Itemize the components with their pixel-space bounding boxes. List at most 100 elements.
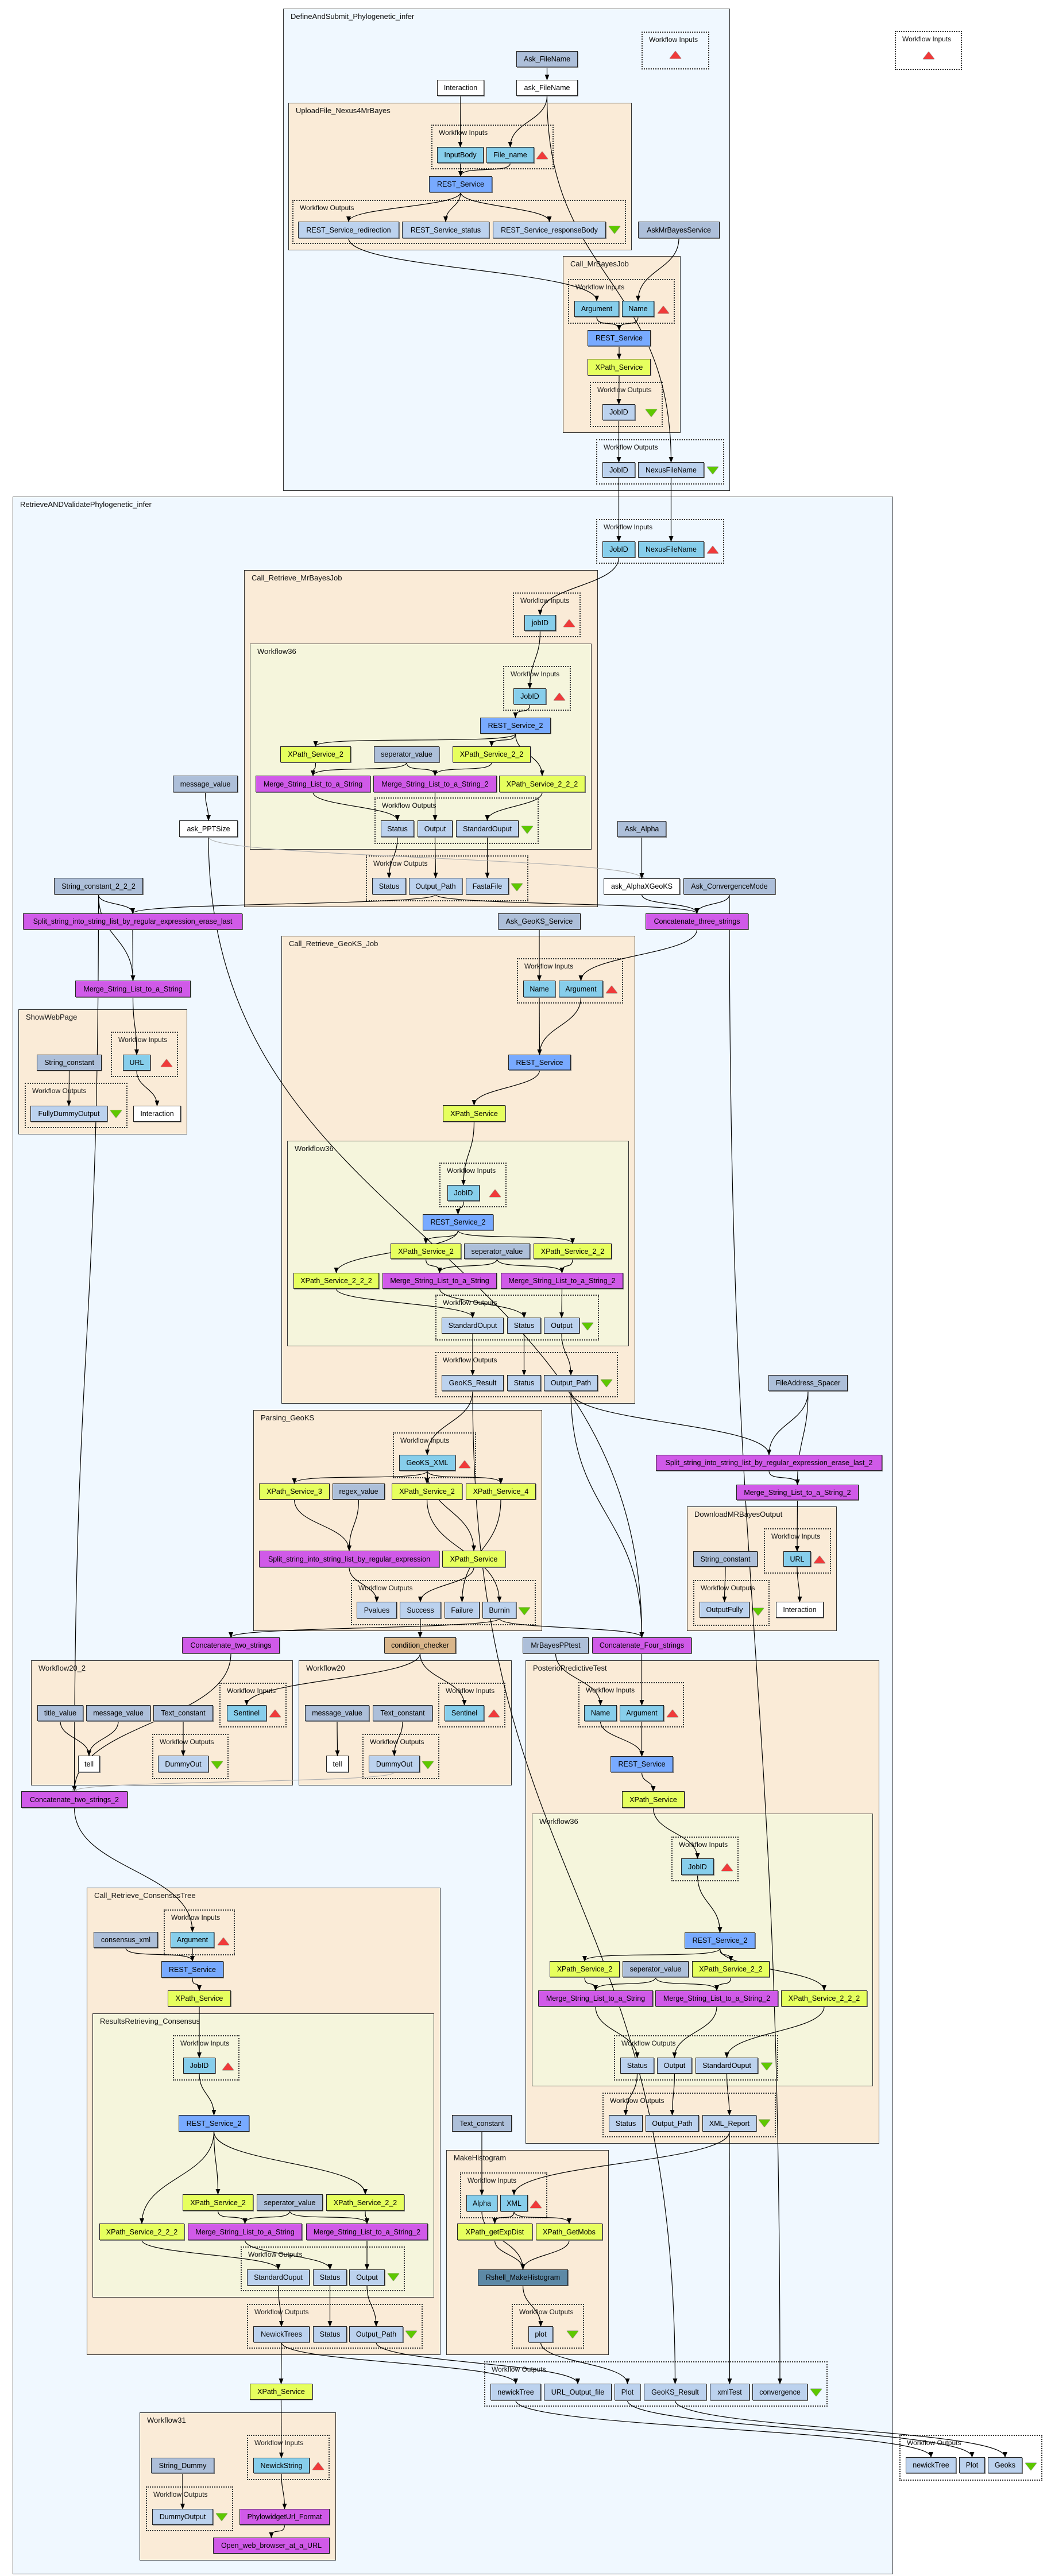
xmltest-node[interactable]: xmlTest — [710, 2384, 749, 2400]
text-constant-node[interactable]: Text_constant — [452, 2115, 512, 2132]
status-node[interactable]: Status — [381, 820, 414, 837]
fileaddress-spacer-node[interactable]: FileAddress_Spacer — [768, 1375, 848, 1391]
merge-string-list-to-a-string-2-node[interactable]: Merge_String_List_to_a_String_2 — [501, 1273, 623, 1289]
title-value-node[interactable]: title_value — [37, 1705, 83, 1721]
output-path-node[interactable]: Output_Path — [409, 878, 462, 894]
split-string-into-string-list-by-regular-expression-node[interactable]: Split_string_into_string_list_by_regular… — [259, 1551, 439, 1567]
jobid-node[interactable]: JobID — [602, 404, 635, 420]
string-constant-node[interactable]: String_constant — [37, 1055, 102, 1071]
text-constant-node[interactable]: Text_constant — [153, 1705, 213, 1721]
status-node[interactable]: Status — [313, 2269, 347, 2286]
tell-node[interactable]: tell — [326, 1756, 349, 1772]
xpath-service-node[interactable]: XPath_Service — [622, 1791, 685, 1808]
merge-string-list-to-a-string-node[interactable]: Merge_String_List_to_a_String — [75, 981, 191, 997]
dummyout-node[interactable]: DummyOut — [369, 1756, 420, 1772]
name-node[interactable]: Name — [523, 981, 555, 997]
condition-checker-node[interactable]: condition_checker — [384, 1637, 456, 1653]
status-node[interactable]: Status — [507, 1318, 541, 1334]
xml-report-node[interactable]: XML_Report — [702, 2115, 756, 2132]
xpath-service-node[interactable]: XPath_Service — [168, 1990, 231, 2006]
string-constant-2-2-2-node[interactable]: String_constant_2_2_2 — [54, 878, 143, 894]
interaction-node[interactable]: Interaction — [437, 80, 484, 96]
ask-filename-node[interactable]: Ask_FileName — [516, 51, 578, 67]
argument-node[interactable]: Argument — [171, 1932, 214, 1948]
ask-pptsize-node[interactable]: ask_PPTSize — [179, 820, 238, 837]
mrbayespptest-node[interactable]: MrBayesPPtest — [523, 1637, 589, 1653]
merge-string-list-to-a-string-node[interactable]: Merge_String_List_to_a_String — [538, 1990, 653, 2006]
rest-service-redirection-node[interactable]: REST_Service_redirection — [298, 222, 399, 238]
concatenate-two-strings-2-node[interactable]: Concatenate_two_strings_2 — [21, 1791, 127, 1808]
merge-string-list-to-a-string-2-node[interactable]: Merge_String_List_to_a_String_2 — [736, 1485, 859, 1500]
xpath-service-2-2-2-node[interactable]: XPath_Service_2_2_2 — [781, 1990, 867, 2006]
rest-service-node[interactable]: REST_Service — [610, 1756, 673, 1772]
split-string-into-string-list-by-regular-expression-erase-last-node[interactable]: Split_string_into_string_list_by_regular… — [23, 913, 242, 929]
merge-string-list-to-a-string-2-node[interactable]: Merge_String_List_to_a_String_2 — [373, 776, 497, 792]
newicktrees-node[interactable]: NewickTrees — [253, 2326, 310, 2342]
regex-value-node[interactable]: regex_value — [333, 1483, 385, 1500]
plot-node[interactable]: Plot — [959, 2457, 985, 2473]
sentinel-node[interactable]: Sentinel — [227, 1705, 266, 1721]
geoks-xml-node[interactable]: GeoKS_XML — [399, 1455, 455, 1471]
xpath-service-2-node[interactable]: XPath_Service_2 — [280, 746, 351, 762]
xpath-service-2-2-2-node[interactable]: XPath_Service_2_2_2 — [293, 1273, 379, 1289]
xpath-getmobs-node[interactable]: XPath_GetMobs — [536, 2224, 602, 2240]
output-node[interactable]: Output — [657, 2058, 692, 2074]
standardouput-node[interactable]: StandardOuput — [247, 2269, 310, 2286]
xpath-service-2-2-node[interactable]: XPath_Service_2_2 — [692, 1961, 770, 1977]
rest-service-node[interactable]: REST_Service — [508, 1055, 571, 1070]
output-path-node[interactable]: Output_Path — [646, 2115, 699, 2132]
geoks-node[interactable]: Geoks — [988, 2457, 1022, 2473]
interaction-node[interactable]: Interaction — [133, 1106, 181, 1122]
xpath-service-2-node[interactable]: XPath_Service_2 — [183, 2194, 253, 2211]
concatenate-four-strings-node[interactable]: Concatenate_Four_strings — [592, 1637, 691, 1653]
ask-alphaxgeoks-node[interactable]: ask_AlphaXGeoKS — [604, 878, 680, 894]
standardouput-node[interactable]: StandardOuput — [442, 1318, 504, 1334]
status-node[interactable]: Status — [609, 2115, 643, 2132]
xpath-service-2-2-node[interactable]: XPath_Service_2_2 — [326, 2194, 404, 2211]
merge-string-list-to-a-string-2-node[interactable]: Merge_String_List_to_a_String_2 — [655, 1990, 778, 2006]
consensus-xml-node[interactable]: consensus_xml — [94, 1932, 158, 1948]
sentinel-node[interactable]: Sentinel — [445, 1705, 484, 1721]
nexusfilename-node[interactable]: NexusFileName — [638, 541, 704, 557]
merge-string-list-to-a-string-node[interactable]: Merge_String_List_to_a_String — [382, 1273, 497, 1289]
concatenate-three-strings-node[interactable]: Concatenate_three_strings — [646, 913, 748, 929]
xml-node[interactable]: XML — [500, 2195, 528, 2211]
rest-service-node[interactable]: REST_Service — [588, 330, 651, 346]
burnin-node[interactable]: Burnin — [482, 1602, 516, 1618]
xpath-service-node[interactable]: XPath_Service — [588, 359, 651, 375]
inputbody-node[interactable]: InputBody — [437, 147, 484, 163]
string-dummy-node[interactable]: String_Dummy — [151, 2458, 214, 2473]
convergence-node[interactable]: convergence — [752, 2384, 807, 2400]
standardouput-node[interactable]: StandardOuput — [695, 2058, 758, 2074]
message-value-node[interactable]: message_value — [305, 1705, 369, 1721]
jobid-node[interactable]: JobID — [602, 541, 635, 557]
xpath-service-node[interactable]: XPath_Service — [250, 2384, 312, 2400]
jobid-node[interactable]: JobID — [447, 1185, 480, 1201]
output-node[interactable]: Output — [418, 820, 453, 837]
output-node[interactable]: Output — [544, 1318, 579, 1334]
xpath-service-2-2-node[interactable]: XPath_Service_2_2 — [534, 1244, 612, 1259]
message-value-node[interactable]: message_value — [86, 1705, 150, 1721]
rest-service-responsebody-node[interactable]: REST_Service_responseBody — [493, 222, 606, 238]
status-node[interactable]: Status — [372, 878, 406, 894]
outputfully-node[interactable]: OutputFully — [700, 1602, 749, 1618]
failure-node[interactable]: Failure — [445, 1602, 480, 1618]
jobid-node[interactable]: JobID — [681, 1858, 714, 1875]
output-node[interactable]: Output — [349, 2269, 385, 2286]
concatenate-two-strings-node[interactable]: Concatenate_two_strings — [182, 1637, 280, 1653]
status-node[interactable]: Status — [507, 1375, 541, 1391]
plot-node[interactable]: Plot — [615, 2384, 640, 2400]
newickstring-node[interactable]: NewickString — [253, 2458, 310, 2473]
xpath-service-4-node[interactable]: XPath_Service_4 — [466, 1483, 536, 1500]
text-constant-node[interactable]: Text_constant — [373, 1705, 432, 1721]
pvalues-node[interactable]: Pvalues — [357, 1602, 397, 1618]
askmrbayesservice-node[interactable]: AskMrBayesService — [638, 222, 720, 238]
jobid-node[interactable]: jobID — [524, 615, 556, 631]
xpath-getexpdist-node[interactable]: XPath_getExpDist — [457, 2224, 532, 2240]
xpath-service-2-node[interactable]: XPath_Service_2 — [550, 1961, 620, 1977]
seperator-value-node[interactable]: seperator_value — [623, 1961, 689, 1977]
ask-filename-node[interactable]: ask_FileName — [516, 80, 578, 96]
argument-node[interactable]: Argument — [620, 1705, 664, 1721]
jobid-node[interactable]: JobID — [513, 688, 546, 704]
interaction-node[interactable]: Interaction — [776, 1602, 824, 1618]
